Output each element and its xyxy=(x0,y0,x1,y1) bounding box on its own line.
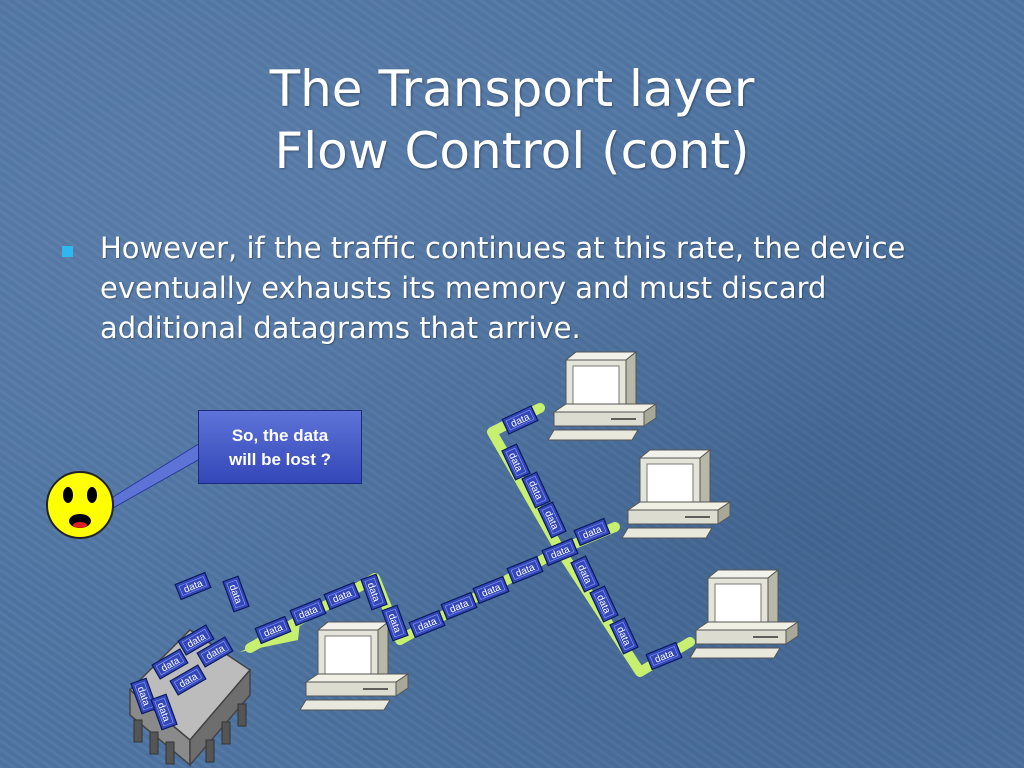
data-packet: data xyxy=(130,677,158,715)
speech-callout: So, the data will be lost ? xyxy=(198,410,362,484)
data-packet: data xyxy=(289,597,327,627)
computer-icon xyxy=(621,449,731,539)
computer-icon xyxy=(547,351,657,441)
page-title: The Transport layer Flow Control (cont) xyxy=(0,58,1024,182)
data-packet: data xyxy=(222,575,250,613)
title-line-1: The Transport layer xyxy=(269,60,755,118)
data-packet: data xyxy=(177,624,215,656)
shocked-face-icon xyxy=(46,438,206,539)
bullet-text: However, if the traffic continues at thi… xyxy=(100,231,906,345)
data-packet: data xyxy=(570,555,600,593)
data-packet: data xyxy=(150,693,178,731)
data-packet: data xyxy=(521,471,551,509)
bullet-square-icon xyxy=(62,246,73,257)
data-packet: data xyxy=(501,443,531,481)
data-packet: data xyxy=(151,648,189,680)
data-packet: data xyxy=(323,581,361,611)
callout-line-1: So, the data xyxy=(231,426,329,445)
data-packet: data xyxy=(501,405,539,435)
data-packet: data xyxy=(381,604,409,642)
data-packet: data xyxy=(537,501,567,539)
data-packet: data xyxy=(541,537,579,567)
data-packet: data xyxy=(589,585,619,623)
data-packet: data xyxy=(506,555,544,585)
data-packet: data xyxy=(169,664,207,696)
data-packet: data xyxy=(360,573,388,611)
data-packet: data xyxy=(609,617,639,655)
data-packet: data xyxy=(440,591,478,621)
data-packet: data xyxy=(472,575,510,605)
title-line-2: Flow Control (cont) xyxy=(274,122,750,180)
data-packet: data xyxy=(254,615,292,645)
data-packet: data xyxy=(645,641,683,671)
callout-line-2: will be lost ? xyxy=(228,450,331,469)
computer-icon xyxy=(689,569,799,659)
data-packet: data xyxy=(573,517,611,547)
data-packet: data xyxy=(196,636,234,668)
data-packet: data xyxy=(408,609,446,639)
data-packet: data xyxy=(174,571,212,601)
packets: datadatadatadatadatadatadatadatadatadata… xyxy=(130,405,683,731)
